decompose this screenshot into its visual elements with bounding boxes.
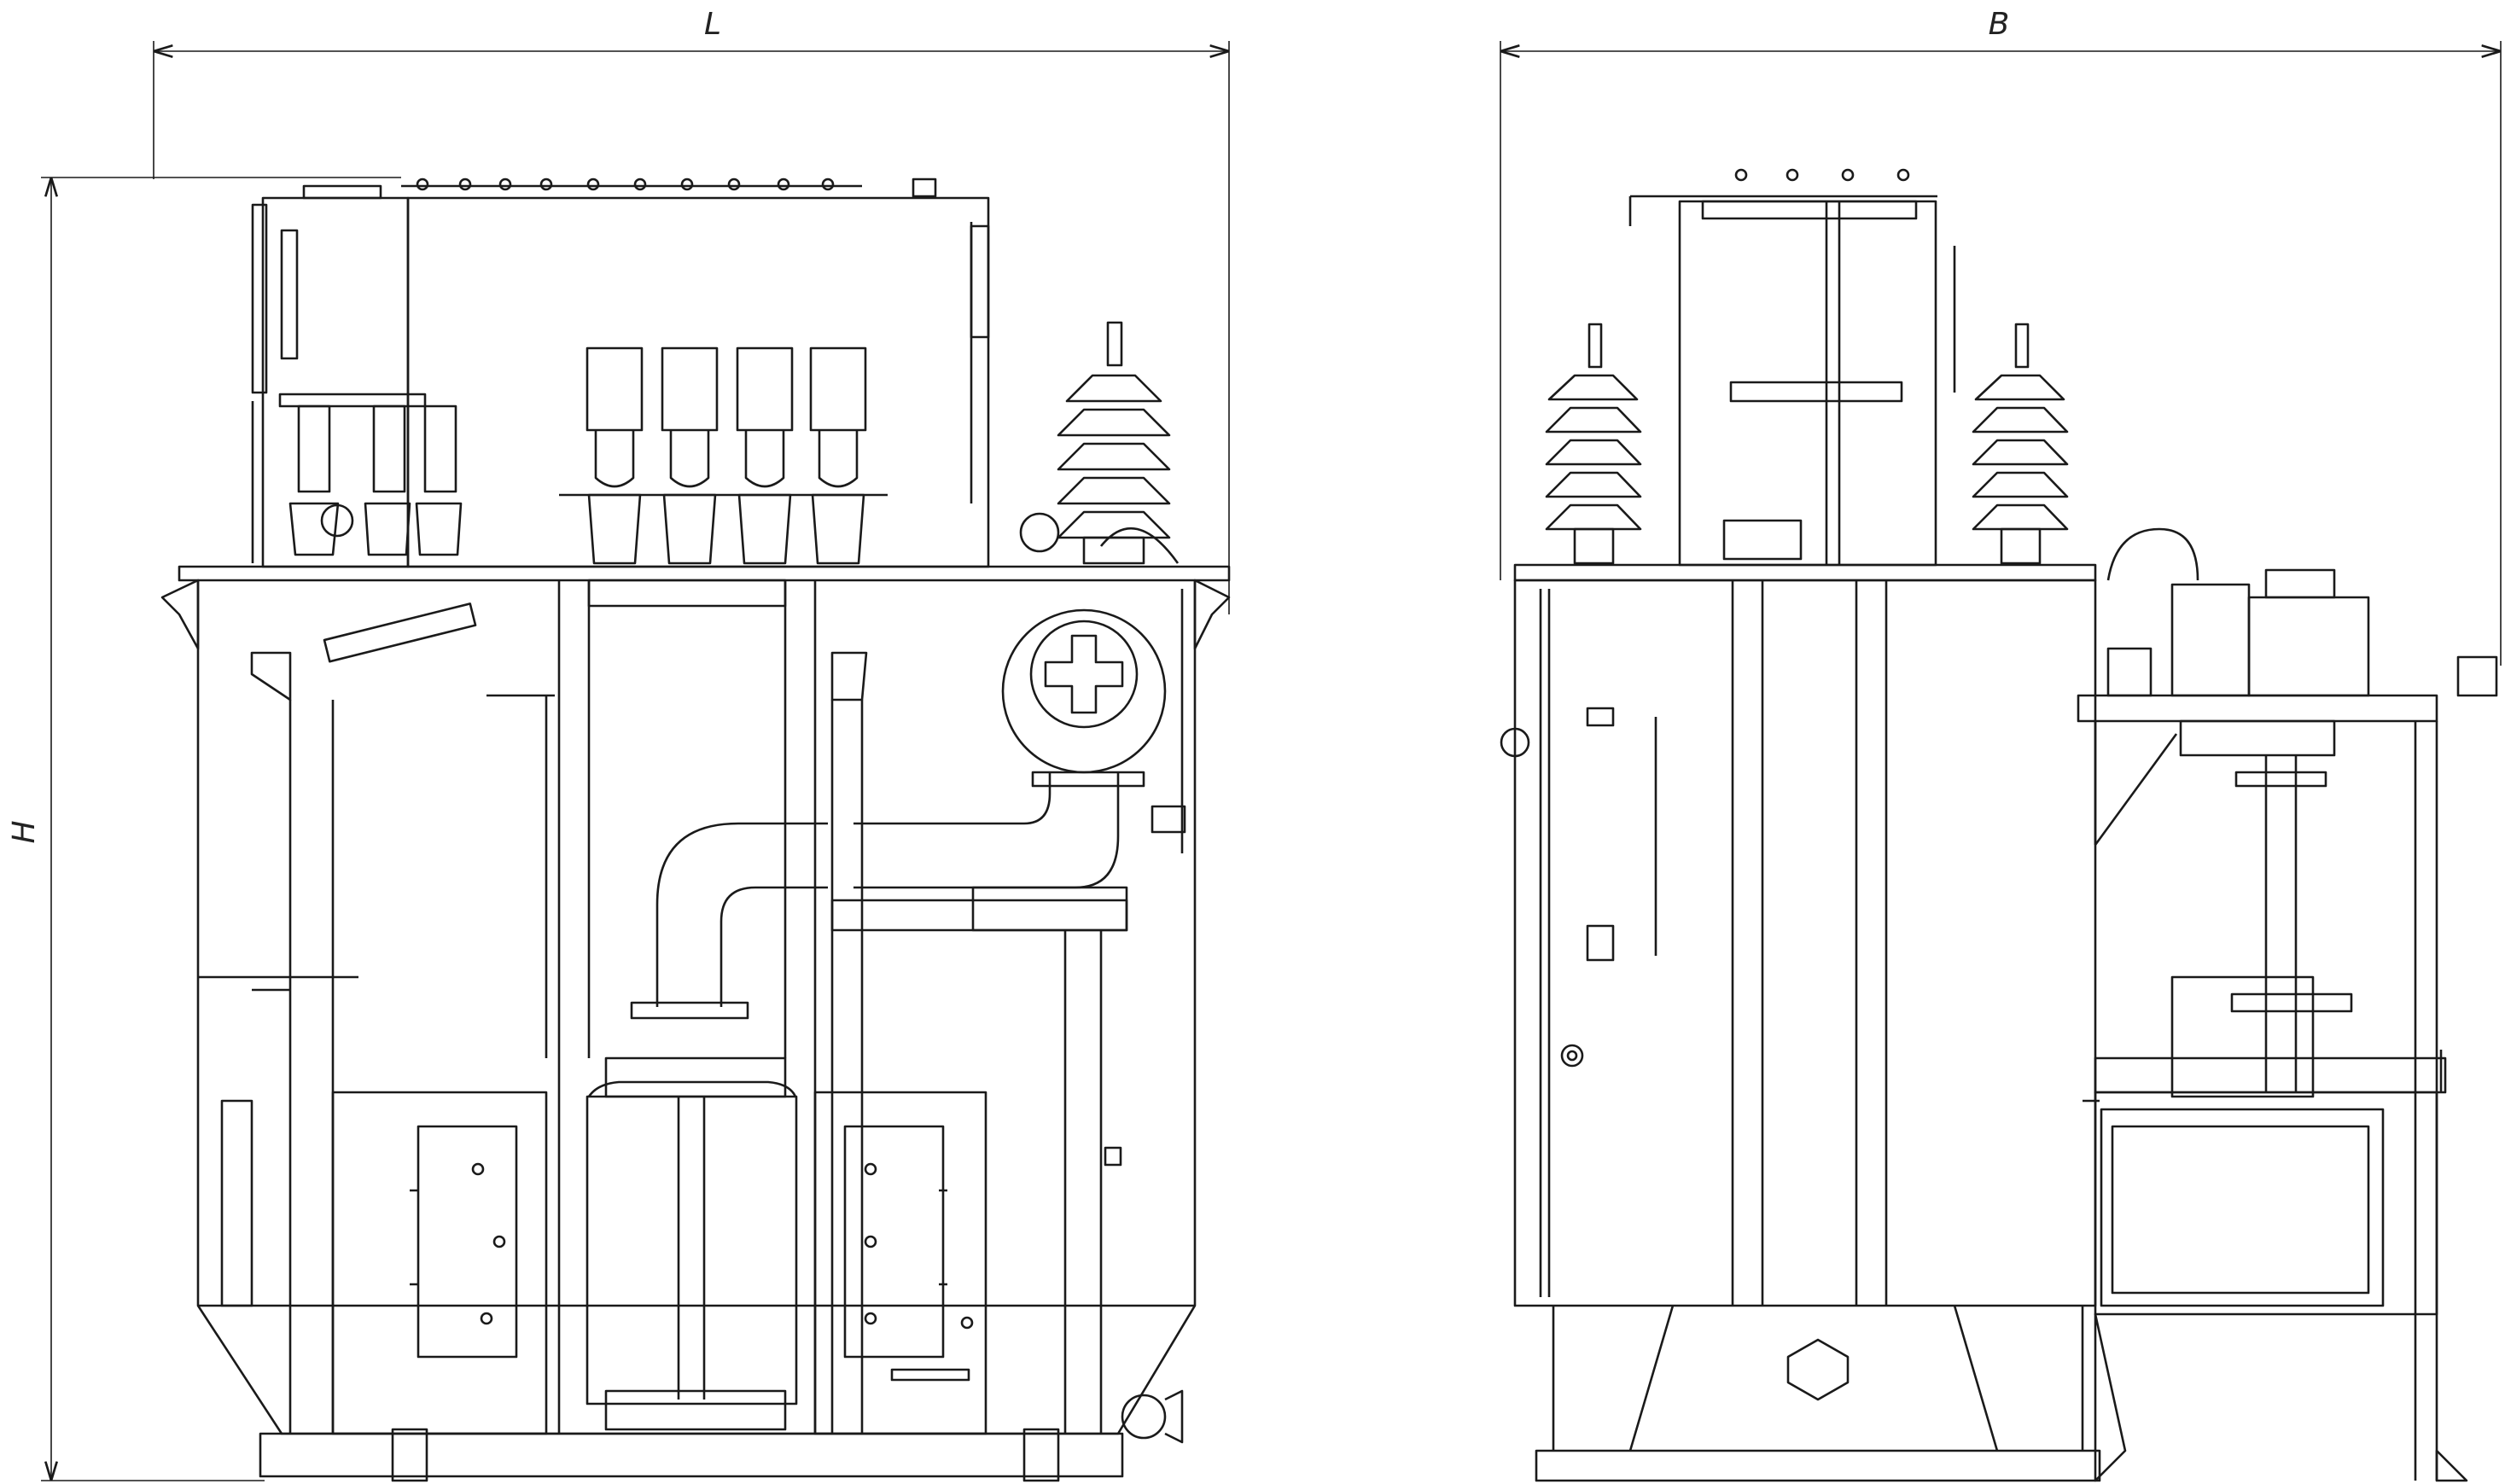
cabinet-top-bolts: [416, 177, 835, 191]
oil-pipe: [630, 589, 1186, 1020]
side-insulator-left: [1545, 323, 1642, 565]
surge-arrester: [1019, 321, 1180, 565]
side-view: [1500, 168, 2498, 1482]
hv-bushings: [559, 346, 888, 565]
tap-changer-frame: [830, 886, 1128, 1434]
height-label: H: [7, 820, 42, 843]
width-label: B: [1989, 7, 2010, 42]
side-insulator-right: [1972, 323, 2069, 565]
front-view: [160, 177, 1231, 1482]
control-cabinet: [251, 177, 990, 568]
dimension-length: L: [153, 7, 1230, 614]
side-bracket: [198, 975, 358, 1307]
side-tank-cover: [1513, 563, 2097, 582]
length-label: L: [704, 7, 721, 42]
dimension-height: H: [7, 177, 401, 1481]
base-skid: [259, 1389, 1184, 1482]
lv-bushings: [251, 393, 463, 563]
dimension-width: B: [1500, 7, 2502, 666]
side-base: [1535, 1305, 2101, 1482]
main-tank: [160, 579, 1231, 1435]
side-tap-changer: [2077, 527, 2498, 1482]
side-cabinet: [1628, 168, 1956, 567]
side-tank: [1500, 579, 2097, 1307]
tank-cover: [178, 565, 1231, 582]
core-and-coils: [331, 1056, 987, 1435]
